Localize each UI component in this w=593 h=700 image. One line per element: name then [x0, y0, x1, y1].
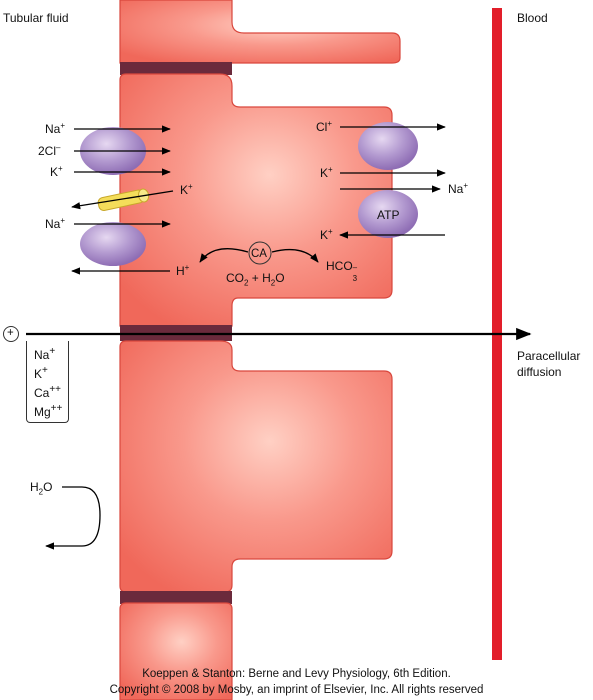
- na-apical-1-label: Na+: [45, 121, 66, 137]
- cell-lower: [119, 340, 393, 593]
- h-label: H+: [176, 263, 190, 279]
- cl-channel: [358, 122, 418, 170]
- arrow-water: [45, 486, 101, 550]
- ca-enzyme-circle: [248, 241, 272, 265]
- ca-label: CA: [251, 248, 267, 260]
- water-label: H2O: [30, 480, 53, 497]
- co2-h2o-label: CO2 + H2O: [226, 271, 285, 288]
- tight-junction-3: [120, 591, 232, 604]
- na-h-exchanger: [80, 222, 146, 266]
- positive-charge-symbol: +: [7, 327, 14, 339]
- arrow-ca-to-hco3: [271, 248, 319, 263]
- k-basolateral-in-label: K+: [320, 227, 333, 243]
- k-apical-label: K+: [50, 164, 63, 180]
- lumen-positive-charge: [3, 326, 19, 342]
- cell-main: [119, 73, 393, 327]
- cl-apical-label: 2Cl–: [38, 143, 61, 159]
- na-basolateral-label: Na+: [448, 181, 469, 197]
- k-channel-label: K+: [180, 182, 193, 198]
- ion-k: K+: [34, 365, 48, 381]
- footer-line-2: Copyright © 2008 by Mosby, an imprint of…: [109, 684, 484, 696]
- cell-top: [119, 0, 401, 64]
- tight-junction-1: [120, 62, 232, 75]
- na-k-atpase: [358, 190, 418, 238]
- footer-line-1: Koeppen & Stanton: Berne and Levy Physio…: [142, 668, 451, 680]
- ion-na: Na+: [34, 346, 56, 362]
- tubular-fluid-label: Tubular fluid: [3, 11, 69, 25]
- paracellular-ions-box: Na+ K+ Ca++ Mg++: [26, 341, 69, 423]
- cl-basolateral-label: Cl+: [316, 119, 333, 135]
- blood-label: Blood: [517, 11, 548, 25]
- ion-mg: Mg++: [34, 403, 63, 419]
- arrow-k-secreted: [71, 190, 174, 210]
- k-basolateral-out-label: K+: [320, 165, 333, 181]
- arrow-ca-to-h: [199, 248, 249, 263]
- hco3-label: HCO–3: [326, 259, 358, 283]
- ion-ca: Ca++: [34, 384, 62, 400]
- atp-label: ATP: [377, 208, 400, 222]
- cell-bottom: [119, 602, 233, 700]
- na-apical-2-label: Na+: [45, 216, 66, 232]
